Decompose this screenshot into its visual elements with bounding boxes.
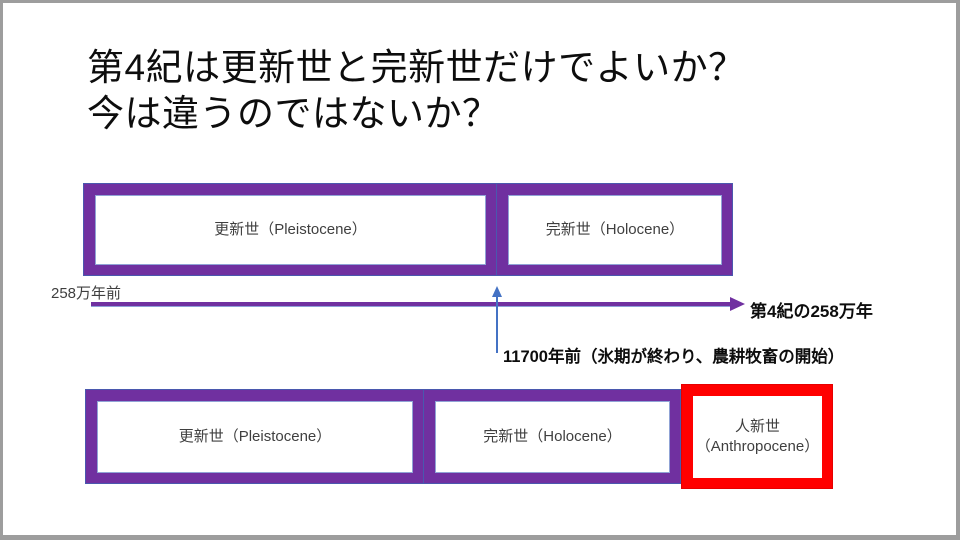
timeline-end-label: 第4紀の258万年 [750, 302, 873, 321]
slide-title-line2: 今は違うのではないか？ [87, 93, 500, 134]
bottom-box-anthropocene-label: 人新世 （Anthropocene） [693, 396, 822, 478]
anthropocene-label-jp: 人新世 [734, 417, 780, 435]
boundary-arrow-head-icon [492, 286, 502, 297]
top-box-pleistocene: 更新世（Pleistocene） [83, 183, 497, 276]
bottom-box-pleistocene-label: 更新世（Pleistocene） [97, 401, 413, 473]
timeline-start-label: 258万年前 [51, 285, 122, 302]
bottom-box-anthropocene: 人新世 （Anthropocene） [681, 384, 833, 489]
bottom-box-holocene-label: 完新世（Holocene） [435, 401, 670, 473]
top-box-pleistocene-label: 更新世（Pleistocene） [95, 195, 486, 265]
boundary-label: 11700年前（氷期が終わり、農耕牧畜の開始） [503, 348, 845, 366]
timeline-line [91, 302, 731, 307]
bottom-box-pleistocene: 更新世（Pleistocene） [85, 389, 424, 484]
anthropocene-label-en: （Anthropocene） [695, 438, 820, 455]
slide-title: 第4紀は更新世と完新世だけでよいか？ 今は違うのではないか？ [87, 45, 887, 137]
timeline-arrowhead-icon [730, 297, 745, 311]
boundary-arrow-line [496, 296, 498, 353]
top-box-holocene: 完新世（Holocene） [496, 183, 733, 276]
bottom-box-holocene: 完新世（Holocene） [423, 389, 681, 484]
top-box-holocene-label: 完新世（Holocene） [508, 195, 722, 265]
slide-title-line1: 第4紀は更新世と完新世だけでよいか？ [87, 47, 746, 88]
